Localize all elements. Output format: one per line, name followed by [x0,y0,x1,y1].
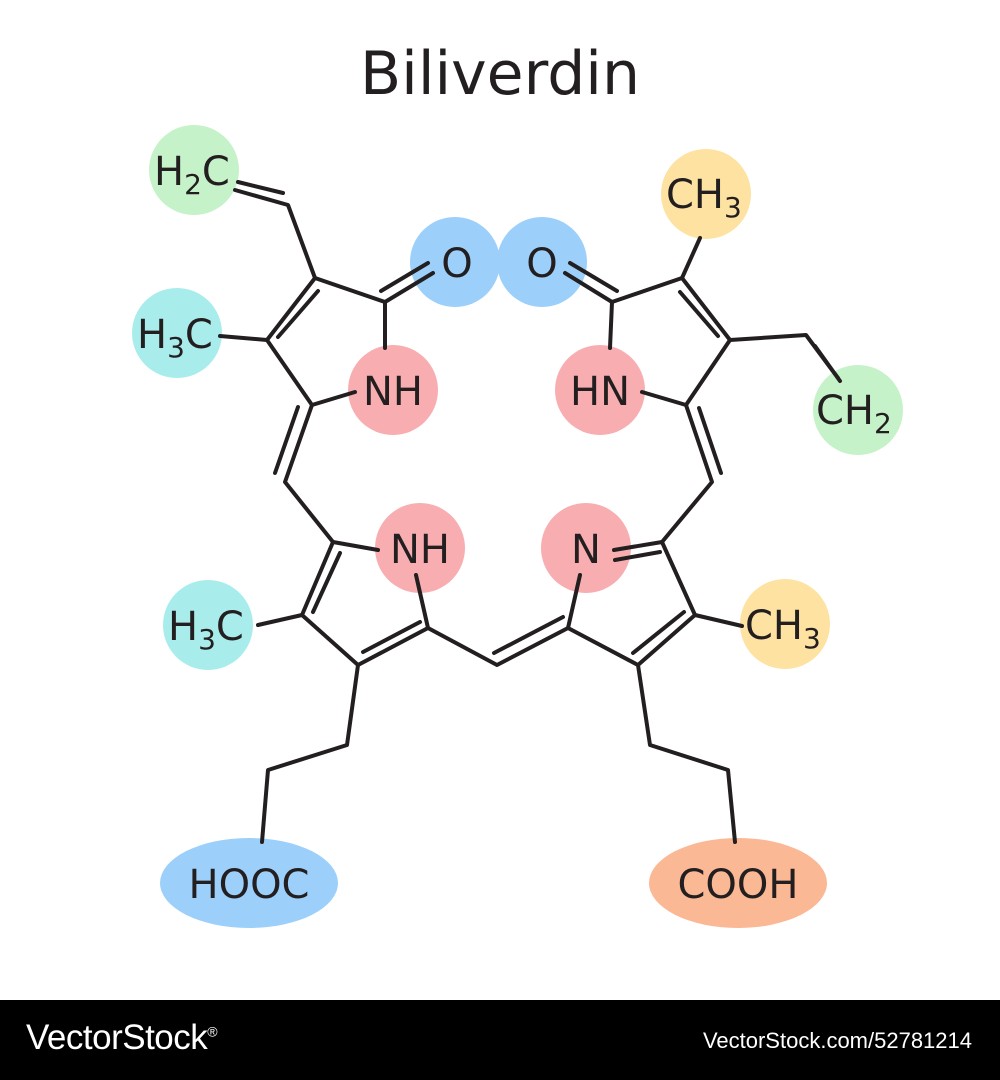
bond-ring-c-inner [631,610,686,655]
highlight-methyl-top-left [132,288,222,378]
biliverdin-structure-diagram: Biliverdin [132,39,903,928]
bond-ring-d-vinyl [728,333,842,383]
highlight-methyl-bottom-right [740,579,830,669]
bond-ring-c-chain [636,663,737,844]
label-oxygen-right: O [526,241,557,287]
label-nh-bottom-left: NH [390,527,450,573]
bond-ring-b-methyl [256,613,304,627]
label-n-bottom-right: N [571,527,601,573]
bond-ring-a-methyl [218,334,269,342]
bond-ring-c-methyl [693,613,744,628]
bond-ring-d-methyl [680,236,702,280]
label-methyl-bottom-right: CH3 [745,603,821,655]
bond-ring-c-imine [613,550,662,562]
label-methyl-top-right: CH3 [666,172,742,224]
label-methyl-top-left: H3C [137,312,213,364]
label-hn-top-right: HN [570,369,630,415]
label-vinyl-right: CH2 [816,388,892,440]
label-oxygen-left: O [441,241,472,287]
bond-ring-a-inner [276,289,320,339]
highlight-acid-left [160,838,338,928]
brand-logo: VectorStock® [26,1018,218,1058]
highlight-oxygen-left [410,217,500,307]
bond-ring-b-inner [311,551,422,654]
diagram-title: Biliverdin [360,39,640,109]
bond-lines [218,180,842,844]
highlight-hn-top-right [555,345,645,435]
highlight-group [132,125,903,928]
highlight-vinyl-right [813,365,903,455]
atom-labels: H2C H3C H3C O O NH HN NH N CH3 CH2 CH3 H… [137,149,892,908]
highlight-nh-top-left [348,345,438,435]
highlight-n-bottom-right [541,503,631,593]
highlight-oxygen-right [497,217,587,307]
highlight-vinyl-left [149,125,239,215]
bond-bridge-left [273,403,335,544]
label-methyl-bottom-left: H3C [168,604,244,656]
highlight-methyl-top-right [661,149,751,239]
label-vinyl-left: H2C [154,149,230,201]
highlight-acid-right [649,838,827,928]
bond-ring-d-inner [678,290,720,338]
bond-bridge-right [660,403,723,544]
highlight-methyl-bottom-left [163,580,253,670]
bond-ring-a-vinyl [233,180,317,280]
stock-image-url: VectorStock.com/52781214 [702,1028,972,1053]
bond-ring-b-chain [260,663,360,844]
bond-bridge-bottom [426,615,570,667]
highlight-nh-bottom-left [375,503,465,593]
label-acid-right: COOH [678,862,799,908]
registered-mark: ® [207,1023,218,1040]
bond-ring-d-carbonyl [563,261,619,304]
brand-name: VectorStock [26,1018,208,1057]
label-acid-left: HOOC [189,862,310,908]
label-nh-top-left: NH [363,369,423,415]
bond-ring-a-carbonyl [379,261,435,304]
watermark-footer: VectorStock® VectorStock.com/52781214 [0,1000,1000,1080]
